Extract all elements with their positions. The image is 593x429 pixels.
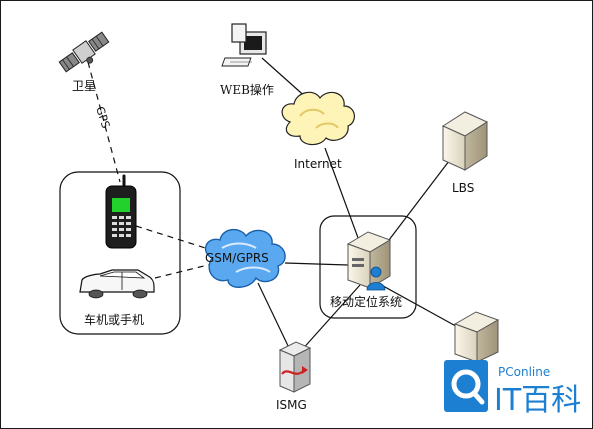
database-server-icon [453, 311, 500, 363]
link-ismg-location [299, 284, 361, 353]
watermark-logo-text: IT百科 [494, 383, 581, 418]
lbs-label: LBS [452, 181, 474, 195]
vehicle-or-phone-label: 车机或手机 [84, 312, 144, 327]
computer-icon [221, 23, 267, 67]
location-system-group-box [319, 215, 417, 319]
gsm-label: GSM/GPRS [205, 251, 269, 265]
watermark-logo [444, 360, 488, 412]
link-phone-gsm [135, 225, 219, 253]
satellite-icon [58, 31, 110, 73]
link-gsm-location [284, 262, 349, 266]
gps-label: GPS [93, 105, 112, 130]
web-label: WEB操作 [220, 82, 274, 97]
watermark-brand: PConline [498, 365, 550, 379]
location-system-label: 移动定位系统 [330, 294, 402, 309]
ismg-label: ISMG [276, 398, 307, 412]
satellite-label: 卫星 [72, 79, 96, 93]
user-icon [366, 266, 386, 291]
mobile-phone-icon [105, 174, 137, 249]
internet-cloud-icon [281, 91, 355, 146]
internet-label: Internet [294, 157, 342, 171]
link-gsm-ismg [257, 282, 291, 351]
location-server-icon [346, 231, 392, 289]
device-group-box [59, 171, 181, 335]
lbs-server-icon [441, 111, 489, 171]
ismg-server-icon [278, 341, 312, 393]
car-icon [79, 269, 155, 299]
link-satellite-phone [87, 61, 121, 183]
gsm-cloud-icon [204, 229, 286, 288]
